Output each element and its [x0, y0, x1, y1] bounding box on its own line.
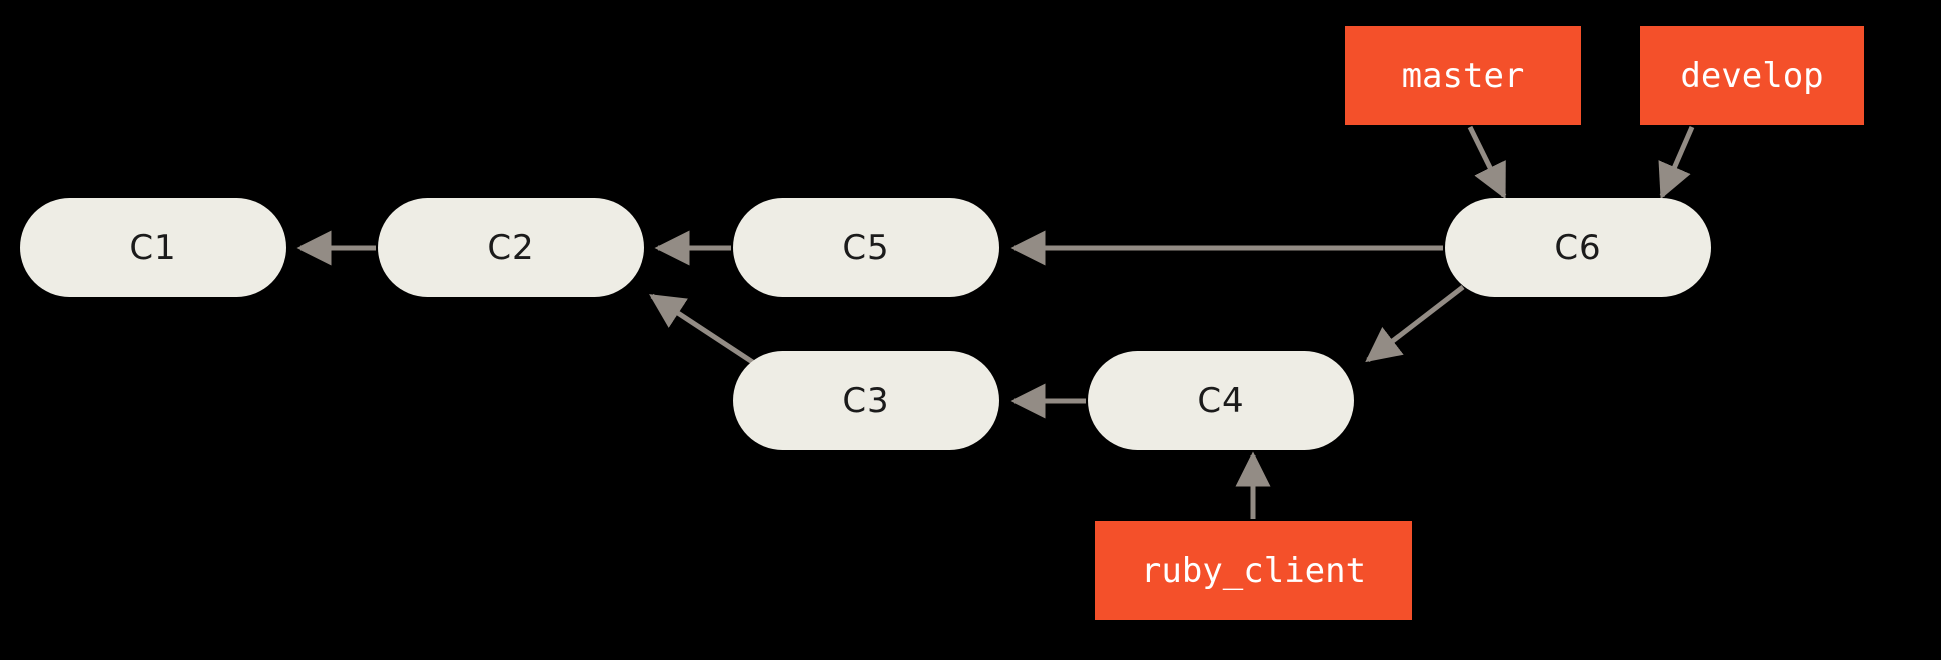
- commit-node-c1[interactable]: C1: [20, 198, 286, 297]
- commit-label: C2: [487, 227, 535, 268]
- commit-label: C6: [1554, 227, 1602, 268]
- commit-label: C5: [842, 227, 890, 268]
- branch-label-text: ruby_client: [1140, 550, 1367, 591]
- commit-node-c5[interactable]: C5: [733, 198, 999, 297]
- commit-label: C4: [1197, 380, 1245, 421]
- commit-node-c3[interactable]: C3: [733, 351, 999, 450]
- edge-master-to-c6: [1467, 125, 1507, 200]
- branch-label-develop[interactable]: develop: [1640, 26, 1864, 125]
- commit-label: C3: [842, 380, 890, 421]
- commit-node-c4[interactable]: C4: [1088, 351, 1354, 450]
- commit-node-c2[interactable]: C2: [378, 198, 644, 297]
- branch-label-master[interactable]: master: [1345, 26, 1581, 125]
- edge-develop-to-c6: [1658, 126, 1695, 200]
- commit-node-c6[interactable]: C6: [1445, 198, 1711, 297]
- edge-c3-to-c2: [649, 293, 759, 368]
- branch-label-text: master: [1401, 55, 1525, 96]
- branch-label-ruby-client[interactable]: ruby_client: [1095, 521, 1412, 620]
- edge-c6-to-c4: [1365, 285, 1465, 363]
- commit-label: C1: [129, 227, 177, 268]
- branch-label-text: develop: [1680, 55, 1824, 96]
